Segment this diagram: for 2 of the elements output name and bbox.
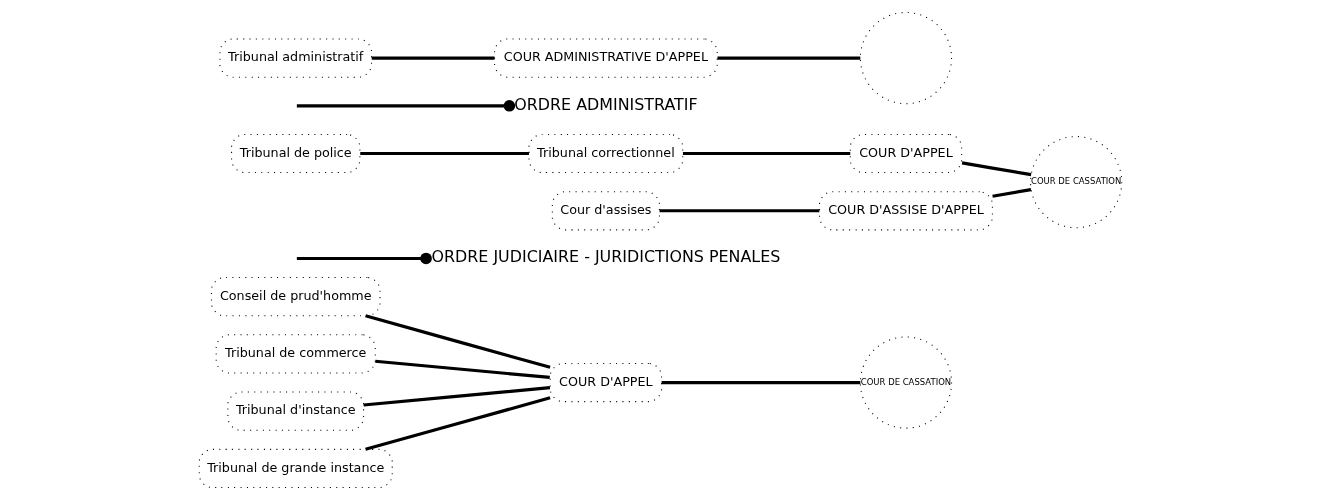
node-text: ORDRE JUDICIAIRE - JURIDICTIONS PENALES <box>431 247 780 267</box>
node-text: ORDRE ADMINISTRATIF <box>513 94 698 114</box>
